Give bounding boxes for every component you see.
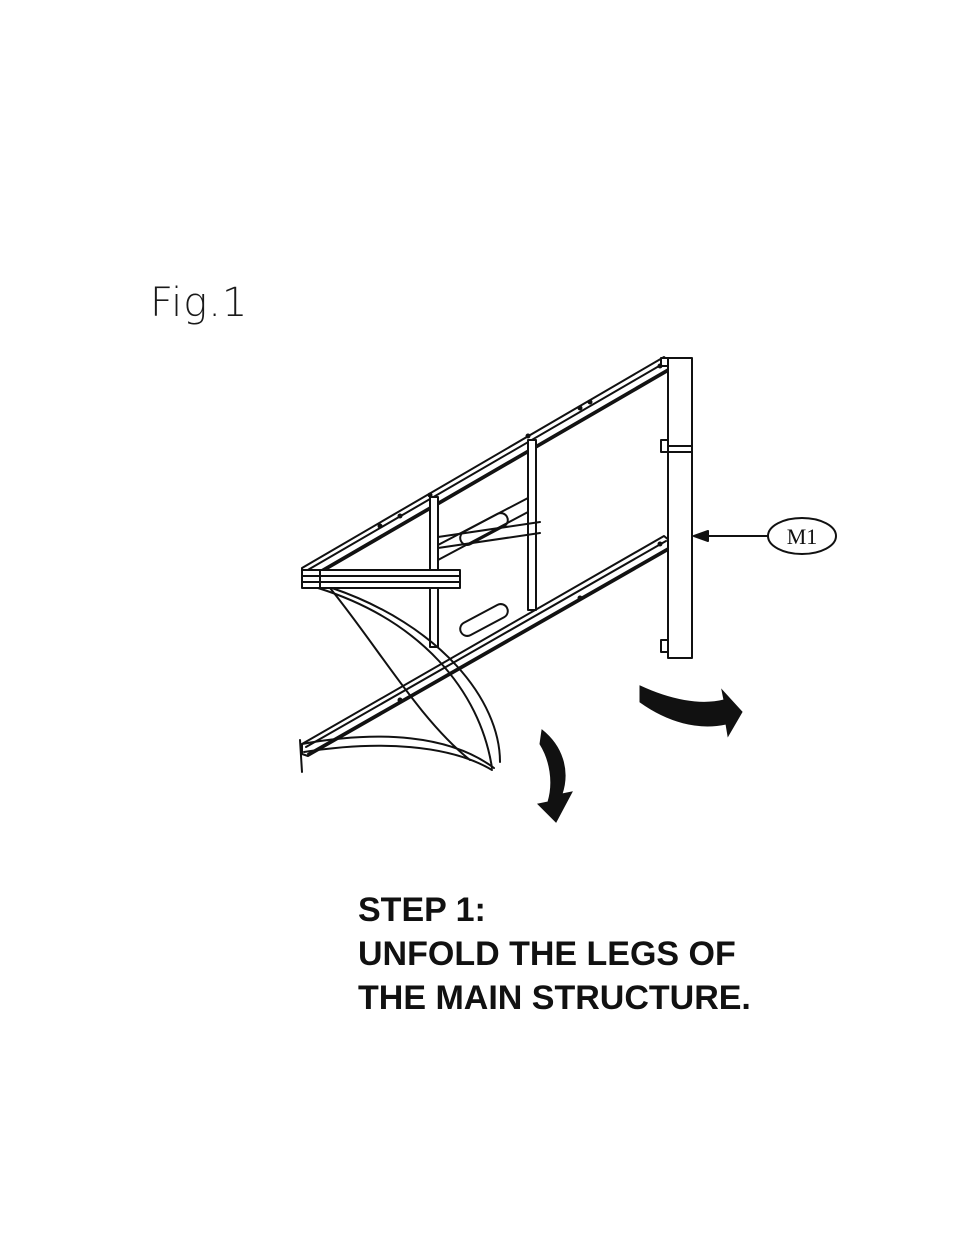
step-instructions: STEP 1: UNFOLD THE LEGS OF THE MAIN STRU…	[358, 888, 751, 1020]
step-title: STEP 1:	[358, 888, 751, 932]
back-upright	[661, 358, 692, 658]
step-line-1: UNFOLD THE LEGS OF	[358, 932, 751, 976]
callout-badge: M1	[768, 518, 836, 554]
front-crossbar	[302, 570, 460, 588]
upper-rail	[302, 357, 670, 580]
arrow-down-icon	[538, 730, 572, 822]
step-line-2: THE MAIN STRUCTURE.	[358, 976, 751, 1020]
unfold-arrows	[538, 686, 742, 822]
callout-leader	[694, 531, 768, 541]
callout-label: M1	[787, 524, 818, 549]
arrow-right-icon	[640, 686, 742, 736]
fastener-dots	[378, 364, 663, 703]
